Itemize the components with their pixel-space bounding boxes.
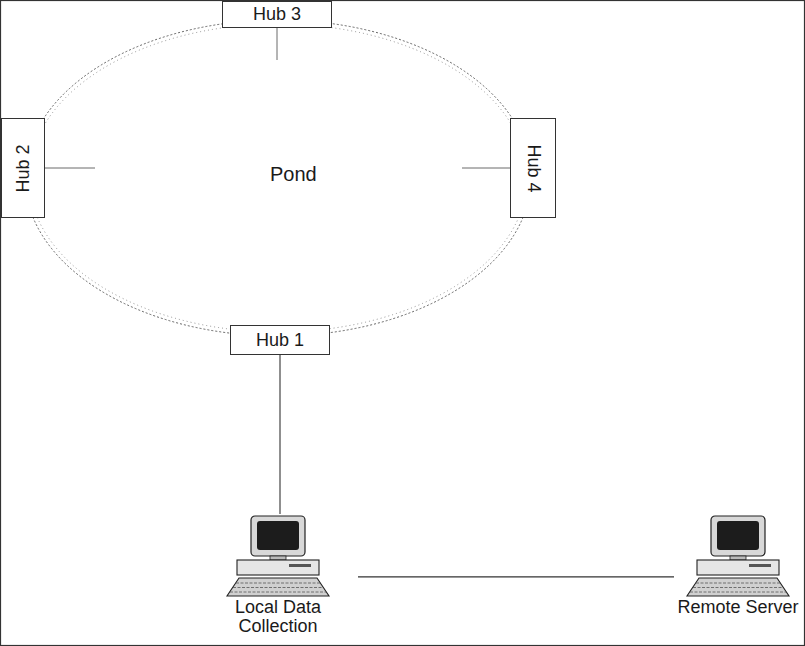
pond-edge <box>29 24 527 332</box>
hub-tick <box>277 24 278 60</box>
hub-label: Hub 1 <box>256 330 304 351</box>
hub-label: Hub 4 <box>523 144 544 192</box>
computer-icon <box>223 514 333 598</box>
hub-label: Hub 3 <box>253 4 301 25</box>
computer-label: Local Data Collection <box>198 598 358 636</box>
hub-box: Hub 4 <box>510 118 556 218</box>
hub-box: Hub 1 <box>230 325 330 355</box>
hub-box: Hub 3 <box>222 1 332 28</box>
pond-edge <box>25 20 531 336</box>
computer-label: Remote Server <box>674 598 802 617</box>
wire-connector <box>358 576 674 577</box>
hub-label: Hub 2 <box>13 144 34 192</box>
hub-tick <box>462 168 510 169</box>
pond-label: Pond <box>270 163 317 186</box>
computer-node: Remote Server <box>674 514 802 617</box>
computer-icon <box>683 514 793 598</box>
pond-outline: Pond <box>23 18 533 338</box>
hub-box: Hub 2 <box>1 118 45 218</box>
wire-connector <box>279 355 280 514</box>
computer-node: Local Data Collection <box>198 514 358 636</box>
hub-tick <box>45 168 95 169</box>
